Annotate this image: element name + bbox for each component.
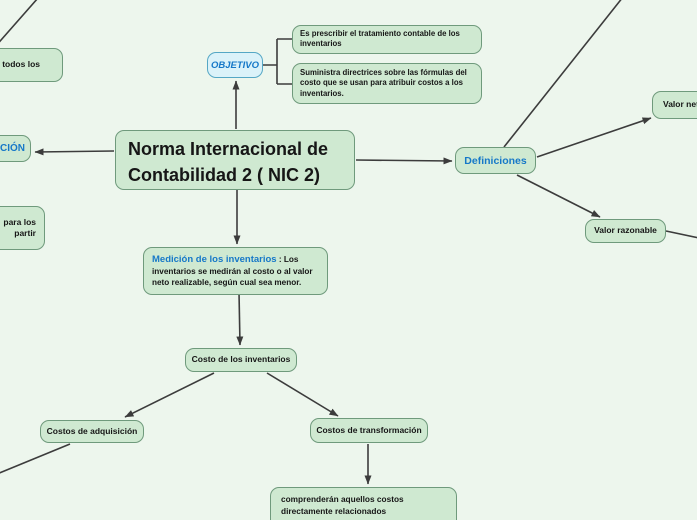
connector: [516, 174, 601, 218]
connector: [0, 0, 38, 43]
node-valor-neto[interactable]: Valor neto: [652, 91, 697, 119]
node-label: Costos de adquisición: [46, 425, 138, 436]
node-costo-inventarios[interactable]: Costo de los inventarios: [185, 348, 297, 372]
node-costos-adquisicion[interactable]: Costos de adquisición: [40, 420, 144, 443]
connector: [536, 117, 652, 158]
node-heading: Medición de los inventarios: [152, 254, 277, 265]
connector-bracket: [263, 38, 292, 85]
node-label: OBJETIVO: [210, 59, 260, 71]
connector: [124, 372, 215, 418]
node-main-title[interactable]: Norma Internacional de Contabilidad 2 ( …: [115, 130, 355, 190]
node-label-line: comprenderán aquellos costos: [281, 494, 404, 504]
connector: [665, 230, 697, 239]
node-label: Costos de transformación: [316, 424, 422, 435]
node-label-line: para los: [3, 216, 36, 227]
node-label: CIÓN: [0, 143, 25, 154]
node-label: Costo de los inventarios: [191, 354, 291, 365]
node-label: todos los: [2, 59, 40, 70]
node-definiciones[interactable]: Definiciones: [455, 147, 536, 174]
node-label: Valor neto: [663, 99, 697, 110]
node-body: : Los inventarios se medirán al costo o …: [152, 255, 313, 288]
node-label-line: directamente relacionados: [281, 506, 387, 517]
node-medicion[interactable]: Medición de los inventarios : Los invent…: [143, 247, 328, 295]
node-label: Definiciones: [464, 154, 527, 167]
title-line: Norma Internacional de: [128, 139, 329, 159]
node-valor-razonable[interactable]: Valor razonable: [585, 219, 666, 243]
node-costos-transformacion[interactable]: Costos de transformación: [310, 418, 428, 443]
node-label-line: partir: [14, 228, 36, 238]
connector: [355, 157, 453, 165]
node-label: Es prescribir el tratamiento contable de…: [300, 29, 460, 49]
node-partial-todos-los[interactable]: todos los: [0, 48, 63, 82]
node-partial-cion[interactable]: CIÓN: [0, 135, 31, 162]
connector: [236, 291, 244, 346]
node-label: Valor razonable: [594, 225, 657, 236]
node-partial-para-los[interactable]: para los partir: [0, 206, 45, 250]
node-objetivo-point-2[interactable]: Suministra directrices sobre las fórmula…: [292, 63, 482, 104]
node-label: Suministra directrices sobre las fórmula…: [300, 68, 467, 98]
connector: [0, 443, 71, 474]
connector: [266, 372, 339, 417]
node-label-line: con las unidades de producción,: [281, 518, 410, 520]
title-line: Contabilidad 2 ( NIC 2): [128, 165, 321, 185]
node-transformacion-detail[interactable]: comprenderán aquellos costos directament…: [270, 487, 457, 520]
node-objetivo[interactable]: OBJETIVO: [207, 52, 263, 78]
connector: [34, 148, 115, 156]
node-objetivo-point-1[interactable]: Es prescribir el tratamiento contable de…: [292, 25, 482, 54]
connector: [503, 0, 622, 148]
